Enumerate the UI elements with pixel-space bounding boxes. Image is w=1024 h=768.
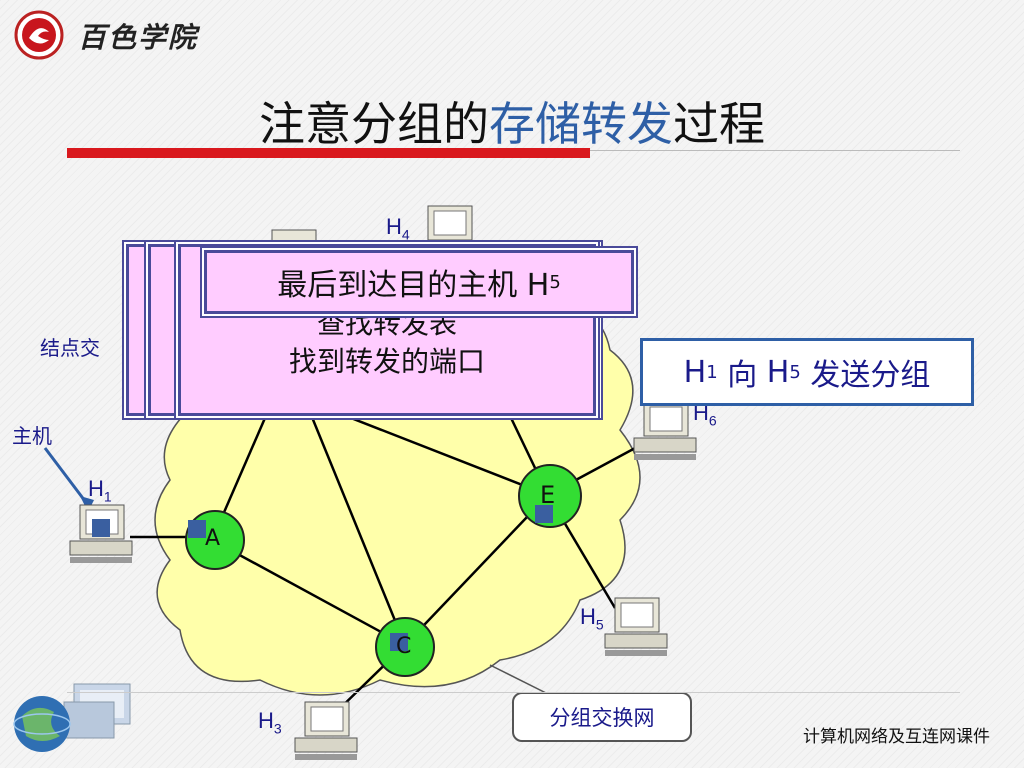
footer-course-title: 计算机网络及互连网课件 [803, 727, 990, 747]
computer-icon-h6 [633, 401, 697, 460]
network-links [130, 394, 651, 719]
link-c-top [303, 399, 407, 646]
node-a-label: A [205, 526, 221, 551]
computer-icon-h5 [604, 597, 668, 656]
host-label: 主机 [12, 426, 52, 448]
link-a-c [211, 538, 406, 647]
node-switch-label: 结点交 [40, 338, 100, 360]
college-name: 百色学院 [78, 21, 199, 54]
node-c-label: C [396, 634, 412, 659]
popup-line-port: 找到转发的端口 [288, 345, 485, 378]
title-underline-grey [590, 150, 960, 151]
computer-icon-h3 [294, 701, 358, 760]
college-emblem-icon [14, 10, 64, 60]
host-label-h6: H6 [693, 400, 717, 429]
popup-arrival-sub: 5 [549, 271, 561, 293]
node-e-label: E [540, 481, 556, 509]
link-c-e [404, 494, 549, 646]
host-label-h4: H4 [386, 214, 410, 243]
host-arrow [43, 447, 90, 506]
packet-at-a [188, 520, 206, 538]
network-label: 分组交换网 [512, 692, 692, 742]
page-title: 注意分组的存储转发过程 [0, 88, 1024, 154]
host-arrow-head [80, 496, 94, 512]
title-accent: 存储转发 [489, 97, 673, 151]
computer-icon-h1 [69, 504, 133, 563]
packet-at-e [535, 505, 553, 523]
host-label-h1: H1 [88, 476, 112, 505]
title-prefix: 注意分组的 [259, 97, 489, 151]
host-label-h3: H3 [258, 708, 282, 737]
title-suffix: 过程 [673, 97, 765, 151]
node-e [518, 464, 582, 528]
computer-icon-h4 [427, 205, 473, 241]
packet-at-c [390, 633, 408, 651]
host-label-h5: H5 [580, 604, 604, 633]
footer-divider [67, 692, 960, 693]
popup-arrival-text: 最后到达目的主机 H [277, 268, 550, 303]
packet-at-h1 [92, 519, 110, 537]
title-underline-red [67, 148, 590, 158]
globe-computer-icon [13, 683, 131, 752]
college-logo: 百色学院 [14, 10, 204, 62]
